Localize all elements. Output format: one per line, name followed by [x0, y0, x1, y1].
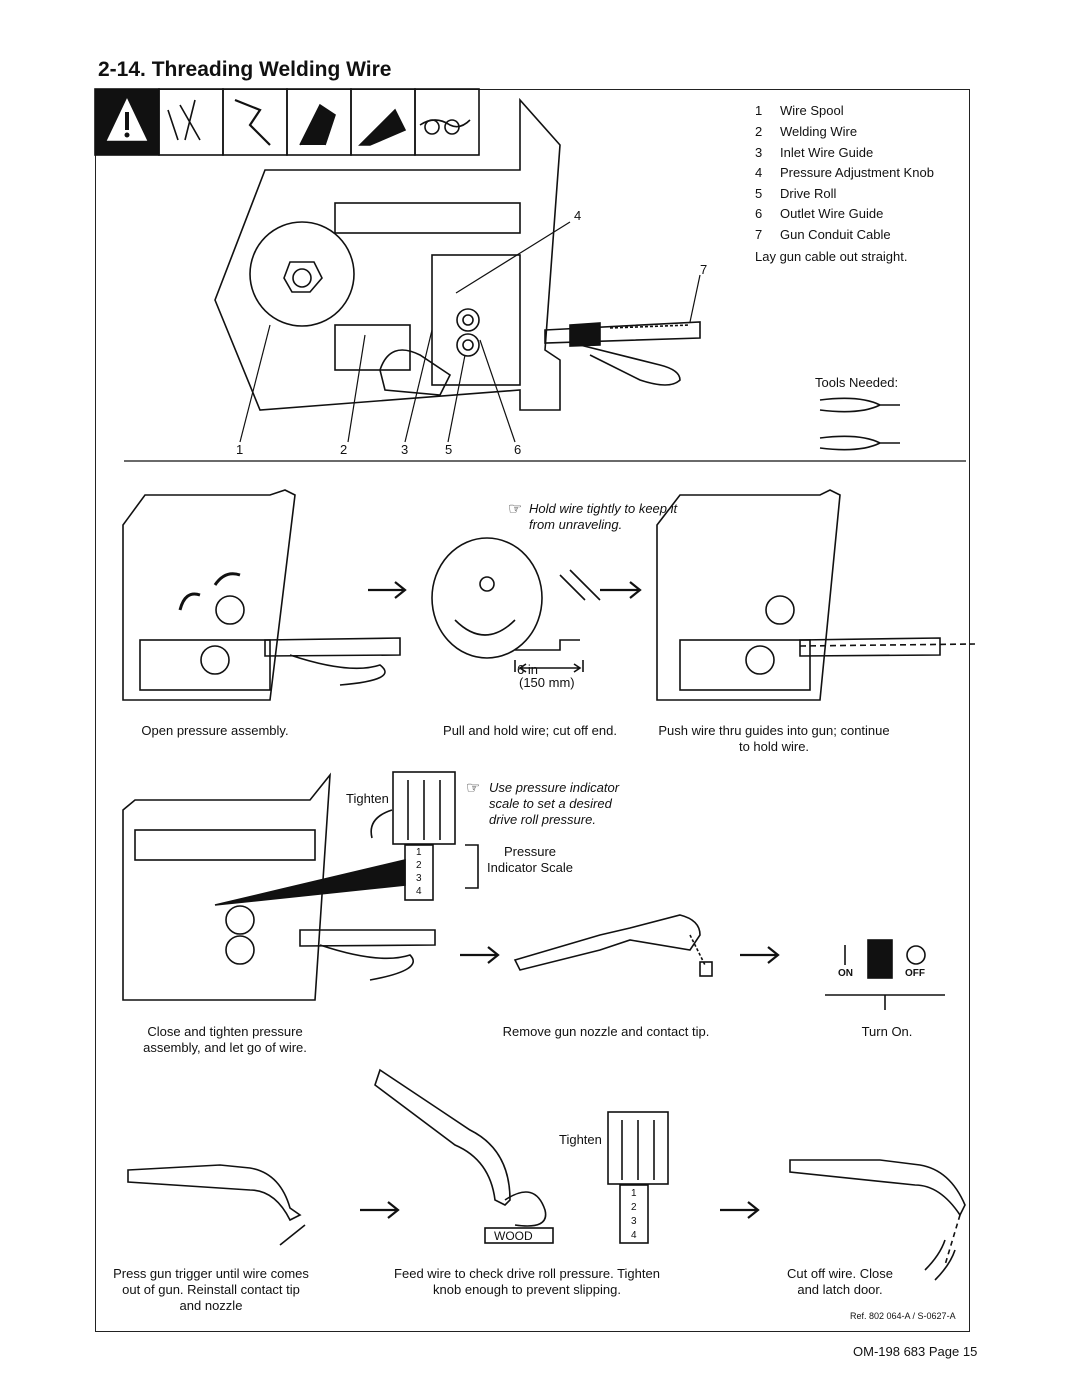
step-caption: Pull and hold wire; cut off end. [443, 723, 617, 738]
pressure-scale-label: Pressure Indicator Scale [487, 844, 573, 875]
callout-number: 6 [514, 442, 522, 457]
legend-note: Lay gun cable out straight. [755, 249, 908, 264]
callout-number: 2 [340, 442, 348, 457]
step-caption: Turn On. [861, 1024, 913, 1039]
step-open-pressure-machine [122, 489, 401, 701]
scale-mark: 4 [631, 1230, 637, 1241]
step-caption: Push wire thru guides into gun; continue… [658, 723, 890, 754]
pointing-hand-icon: ☞ [466, 780, 481, 797]
main-machine-drawing [214, 97, 701, 411]
measure-150mm: (150 mm) [519, 675, 575, 690]
switch-off-label: OFF [905, 968, 925, 979]
callout-number: 1 [236, 442, 244, 457]
scale-mark: 2 [631, 1202, 637, 1213]
scale-mark: 2 [416, 860, 422, 871]
scale-mark: 4 [416, 886, 422, 897]
spool-cut-drawing [431, 537, 601, 673]
scale-mark: 1 [416, 847, 422, 858]
note-pressure-indicator: Use pressure indicator scale to set a de… [489, 780, 620, 827]
step-caption: Cut off wire. Close and latch door. [787, 1266, 893, 1297]
page-footer: OM-198 683 Page 15 [853, 1344, 978, 1359]
pointing-hand-icon: ☞ [508, 501, 523, 518]
callout-leaders [239, 221, 701, 443]
power-switch-drawing [825, 939, 945, 1010]
callout-number: 3 [401, 442, 409, 457]
note-hold-wire: Hold wire tightly to keep it from unrave… [529, 501, 678, 532]
callout-number: 4 [574, 208, 582, 223]
tighten-label: Tighten [559, 1132, 602, 1147]
step-caption: Open pressure assembly. [141, 723, 289, 738]
step-caption: Feed wire to check drive roll pressure. … [394, 1266, 660, 1297]
step-arrows [360, 581, 780, 1219]
gun-drawings [127, 914, 966, 1281]
scale-and-wood [484, 1111, 669, 1244]
measure-6in: 6 in [517, 662, 538, 677]
safety-icons [94, 88, 480, 156]
wood-label: WOOD [494, 1229, 533, 1243]
scale-mark: 3 [631, 1216, 637, 1227]
tools-pliers [819, 397, 900, 451]
step-caption: Press gun trigger until wire comes out o… [113, 1266, 309, 1313]
step-tighten-machine [122, 771, 479, 1001]
switch-on-label: ON [838, 968, 853, 979]
callout-number: 5 [445, 442, 453, 457]
step-caption: Remove gun nozzle and contact tip. [502, 1024, 710, 1039]
step-push-wire-machine [656, 489, 976, 701]
reference-number: Ref. 802 064-A / S-0627-A [850, 1311, 956, 1321]
tools-needed-label: Tools Needed: [815, 375, 899, 390]
scale-mark: 1 [631, 1188, 637, 1199]
callout-number: 7 [700, 262, 708, 277]
tighten-label: Tighten [346, 791, 389, 806]
page-title: 2-14. Threading Welding Wire [98, 58, 392, 81]
step-caption: Close and tighten pressure assembly, and… [143, 1024, 307, 1055]
instruction-frame [95, 89, 970, 1332]
scale-mark: 3 [416, 873, 422, 884]
